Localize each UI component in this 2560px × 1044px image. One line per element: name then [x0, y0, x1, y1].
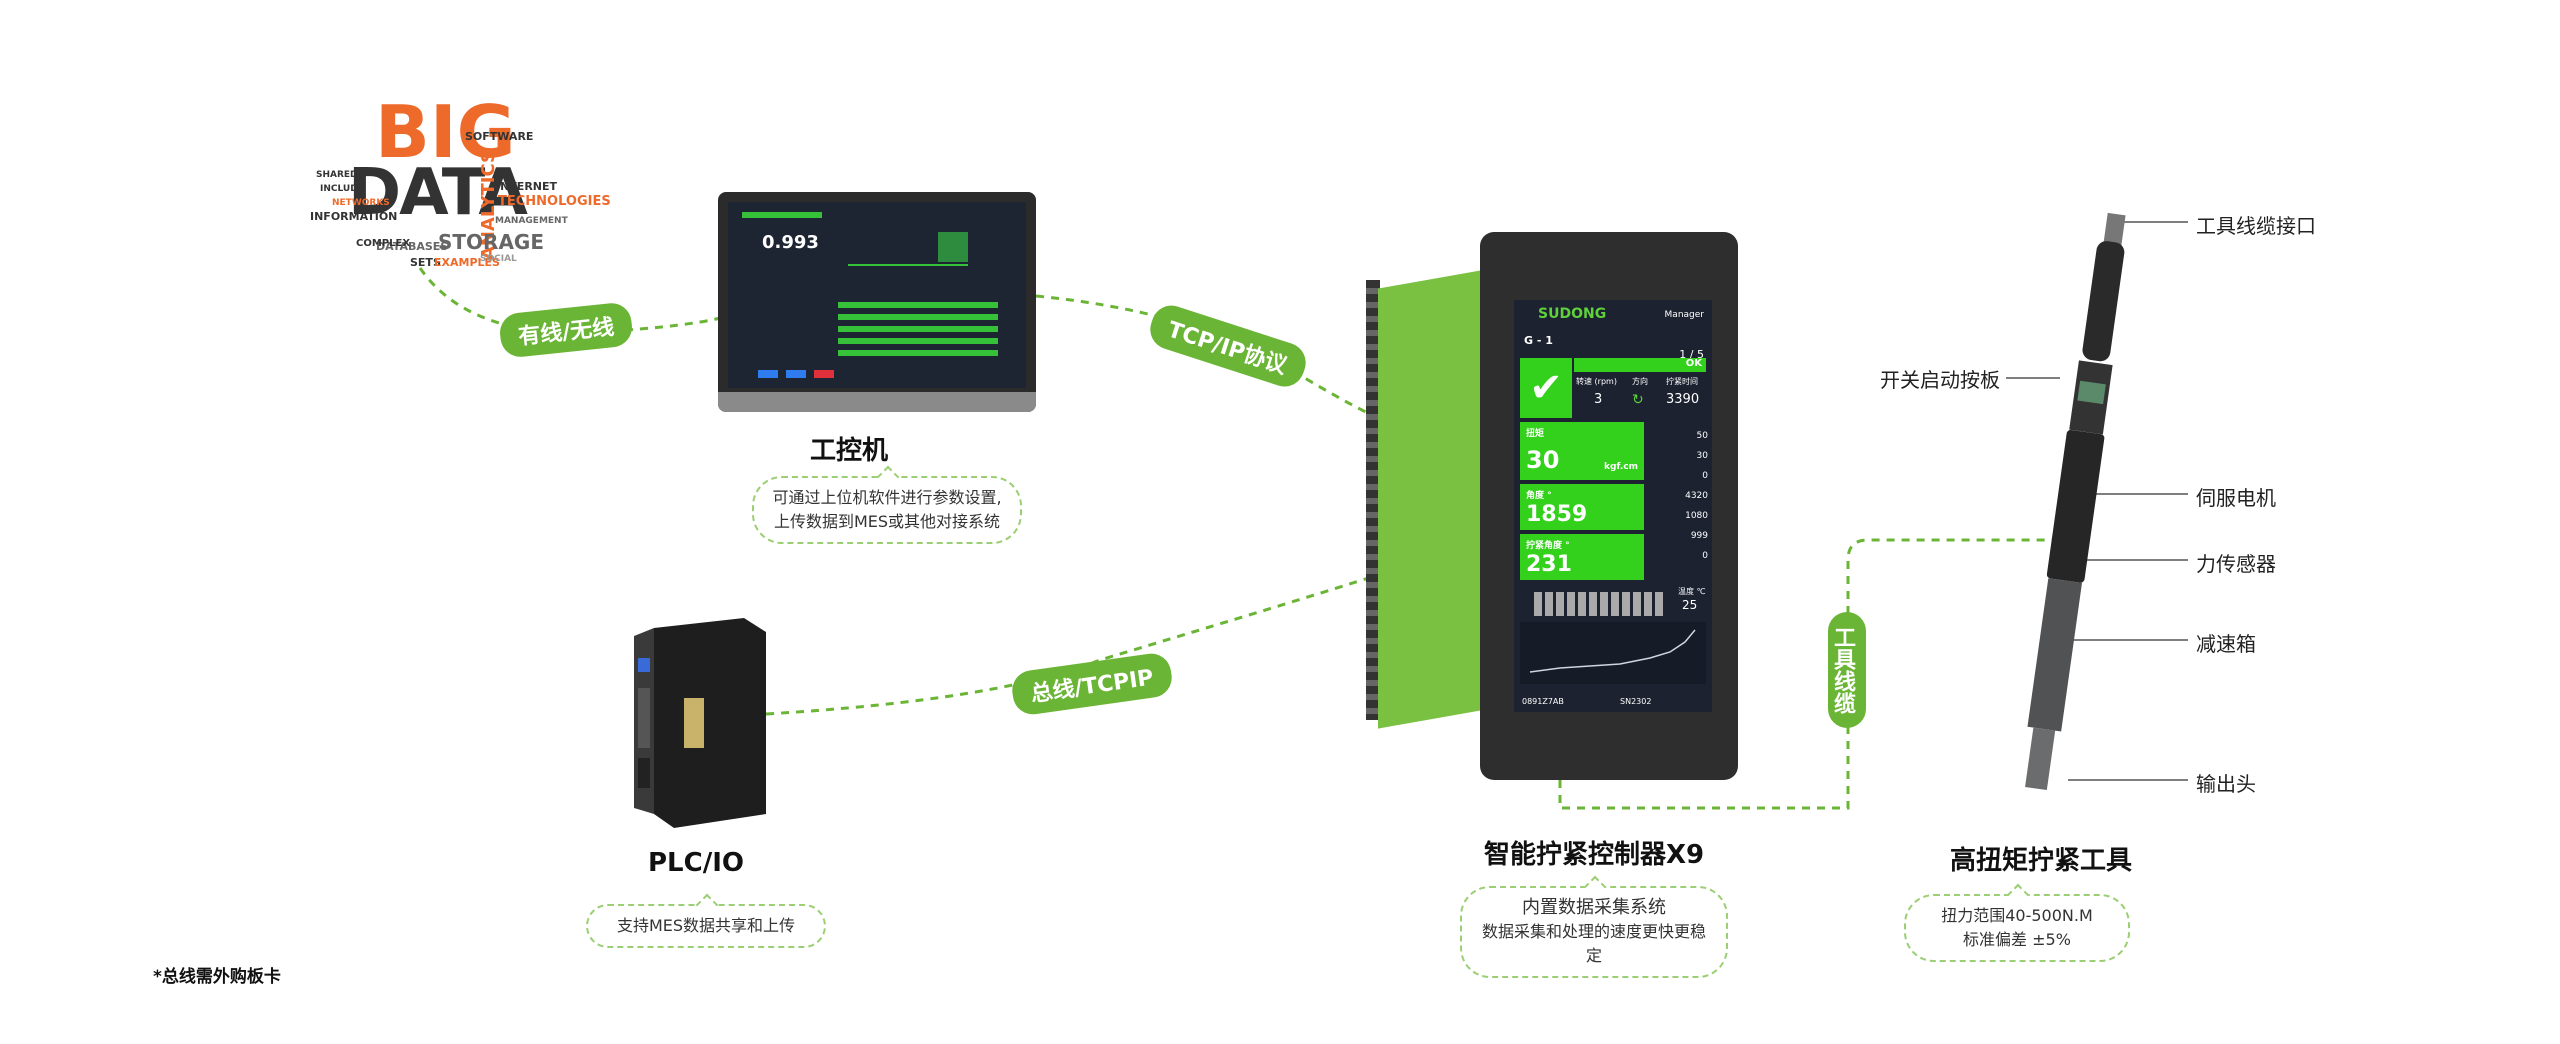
controller-page: 1 / 5	[1679, 348, 1704, 361]
cloud-word: MANAGEMENT	[495, 216, 568, 226]
part-servo-motor: 伺服电机	[2196, 486, 2276, 510]
controller-title: 智能拧紧控制器X9	[1484, 840, 1705, 870]
part-gearbox: 减速箱	[2196, 632, 2256, 656]
ipc-desc-line1: 可通过上位机软件进行参数设置,	[772, 488, 1002, 507]
part-switch: 开关启动按板	[1880, 368, 2000, 392]
tool-desc-line2: 标准偏差 ±5%	[1963, 930, 2071, 949]
torque-value: 30	[1526, 446, 1560, 474]
speed-value: 3	[1594, 392, 1603, 407]
torque-box: 扭矩 30 kgf.cm	[1520, 422, 1644, 480]
time-label: 拧紧时间	[1666, 377, 1698, 386]
torque-unit: kgf.cm	[1604, 462, 1638, 472]
angle-value: 1859	[1526, 502, 1588, 527]
cloud-word: SHARED	[316, 170, 358, 180]
big-data-word-cloud: BIG DATA SOFTWARE ANALYTICS TECHNOLOGIES…	[280, 90, 611, 270]
controller-heatsink	[1366, 280, 1380, 720]
cloud-word: DATABASES	[376, 240, 449, 253]
relax-angle-box: 拧紧角度 ° 231	[1520, 534, 1644, 580]
relax-angle-value: 231	[1526, 552, 1572, 577]
speed-label: 转速 (rpm)	[1576, 377, 1617, 386]
controller-status: OK	[1574, 358, 1706, 372]
controller-group: G - 1	[1524, 334, 1553, 347]
cloud-word: TECHNOLOGIES	[498, 194, 611, 209]
ipc-description: 可通过上位机软件进行参数设置, 上传数据到MES或其他对接系统	[752, 465, 1022, 544]
direction-label: 方向	[1632, 377, 1648, 386]
ipc-desc-line2: 上传数据到MES或其他对接系统	[773, 512, 1001, 531]
part-force-sensor: 力传感器	[2196, 552, 2276, 576]
temperature-label: 温度 ℃	[1678, 587, 1706, 596]
ipc-title: 工控机	[810, 436, 889, 466]
torque-curve	[1520, 622, 1706, 684]
controller-description: 内置数据采集系统 数据采集和处理的速度更快更稳定	[1460, 875, 1728, 978]
tool-description: 扭力范围40-500N.M 标准偏差 ±5%	[1904, 883, 2130, 962]
plc-title: PLC/IO	[648, 848, 744, 878]
controller-user: Manager	[1664, 310, 1704, 320]
plc-device-image	[634, 618, 766, 828]
cloud-data-text: DATA	[348, 156, 528, 230]
industrial-pc-screen	[728, 202, 1026, 388]
tool-desc-line1: 扭力范围40-500N.M	[1941, 906, 2093, 925]
cloud-word: STORAGE	[438, 230, 545, 254]
link-label-tool-cable: 工具线缆	[1828, 612, 1866, 728]
link-cloud-ipc	[418, 267, 721, 335]
cloud-big-text: BIG	[375, 90, 516, 174]
industrial-pc-value: 0.993	[762, 232, 819, 253]
cloud-word: INCLUDE	[320, 184, 364, 194]
part-cable-port: 工具线缆接口	[2196, 214, 2316, 238]
side-values: 50 30 0 4320 1080 999 0	[1685, 431, 1708, 561]
part-output-head: 输出头	[2196, 772, 2256, 796]
cloud-word: SETS	[410, 256, 441, 269]
controller-screen: SUDONG Manager G - 1 1 / 5 ✔ OK 转速 (rpm)…	[1514, 300, 1712, 712]
footnote: *总线需外购板卡	[153, 967, 281, 987]
cloud-word: INTERNET	[496, 180, 558, 193]
tightening-tool-image	[2025, 212, 2126, 791]
controller-desc-line2: 数据采集和处理的速度更快更稳定	[1481, 922, 1706, 965]
industrial-pc-image: 0.993	[718, 192, 1036, 412]
tool-title: 高扭矩拧紧工具	[1950, 846, 2133, 876]
cloud-word: NETWORKS	[332, 198, 390, 208]
controller-logo: SUDONG	[1538, 306, 1607, 322]
time-value: 3390	[1666, 392, 1700, 407]
direction-icon: ↻	[1632, 392, 1644, 408]
cloud-word: SOFTWARE	[465, 130, 534, 143]
cloud-word: INFORMATION	[310, 210, 398, 223]
relax-angle-label: 拧紧角度 °	[1526, 541, 1570, 551]
plc-description: 支持MES数据共享和上传	[586, 893, 826, 948]
torque-label: 扭矩	[1526, 429, 1545, 439]
angle-box: 角度 ° 1859	[1520, 484, 1644, 530]
link-controller-tool	[1558, 538, 2052, 810]
cloud-word: EXAMPLES	[434, 256, 500, 269]
angle-label: 角度 °	[1526, 491, 1552, 501]
cloud-word: COMPLEX	[356, 238, 411, 249]
plc-desc: 支持MES数据共享和上传	[616, 916, 796, 935]
controller-desc-line1: 内置数据采集系统	[1522, 897, 1666, 918]
io-indicator-row	[1534, 592, 1664, 616]
ok-check-icon: ✔	[1520, 358, 1572, 418]
footer-right: SN2302	[1620, 697, 1652, 706]
cloud-word: SOCIAL	[480, 254, 517, 264]
temperature-value: 25	[1682, 598, 1698, 612]
footer-left: 0891Z7AB	[1522, 697, 1564, 706]
